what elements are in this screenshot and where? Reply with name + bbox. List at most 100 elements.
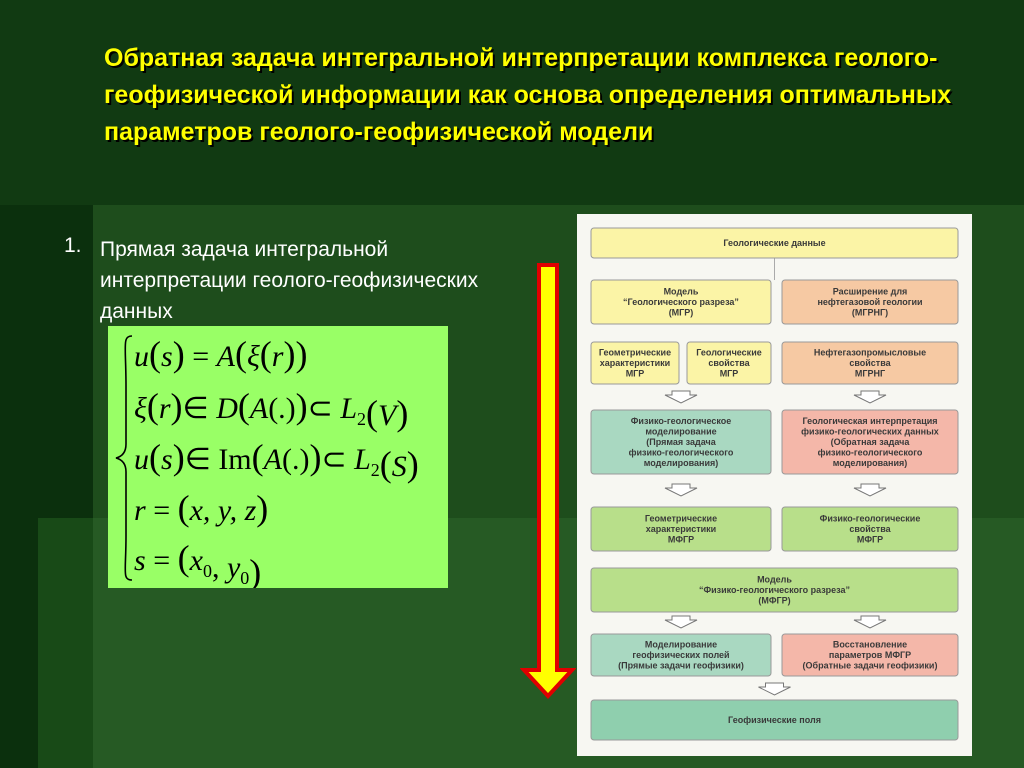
box-shape bbox=[590, 506, 772, 552]
flow-arrow-icon bbox=[853, 483, 887, 497]
box-label-line: МГР bbox=[626, 369, 645, 379]
formula-term: r bbox=[134, 494, 146, 527]
box-label-line: (МГРНГ) bbox=[852, 308, 888, 318]
formula-term: = bbox=[185, 340, 217, 373]
box-label-line: (Обратные задачи геофизики) bbox=[803, 661, 938, 671]
formula-term: L bbox=[339, 392, 357, 425]
box-label-line: Модель bbox=[757, 575, 792, 585]
formula-term: (.) bbox=[268, 392, 295, 425]
formula-term: ⊂ bbox=[308, 392, 341, 425]
box-shape bbox=[781, 341, 959, 385]
diagram-box-geo-data: Геологические данные bbox=[590, 227, 959, 259]
formula-term: = bbox=[146, 494, 178, 527]
formula-system: u(s) = A(ξ(r))ξ(r)∈ D(A(.))⊂ L2(V)u(s)∈ … bbox=[108, 326, 448, 588]
box-label-line: Геологические bbox=[696, 348, 761, 358]
formula-row-5: s = (x0, y0) bbox=[134, 538, 261, 588]
formula-term: ξ bbox=[247, 340, 260, 373]
diagram-box-phys-model: Физико-геологическоемоделирование(Прямая… bbox=[590, 409, 772, 475]
formula-canvas: u(s) = A(ξ(r))ξ(r)∈ D(A(.))⊂ L2(V)u(s)∈ … bbox=[115, 334, 419, 588]
box-label-line: (Прямая задача bbox=[646, 437, 716, 447]
formula-term: D bbox=[215, 392, 238, 425]
flowchart-canvas: Геологические данныеМодель“Геологическог… bbox=[590, 227, 959, 741]
formula-term: ( bbox=[380, 444, 392, 484]
box-label-line: свойства bbox=[849, 358, 891, 368]
box-label-line: Физико-геологические bbox=[820, 514, 921, 524]
formula-term: ∈ Im bbox=[185, 443, 252, 476]
box-label-line: свойства bbox=[708, 358, 750, 368]
formula-term: ) bbox=[173, 334, 185, 374]
formula-term: , bbox=[212, 551, 227, 584]
formula-term: x bbox=[189, 544, 204, 577]
box-shape bbox=[590, 567, 959, 613]
box-shape bbox=[590, 341, 680, 385]
formula-term: ( bbox=[147, 386, 159, 426]
formula-term: ) bbox=[309, 437, 321, 477]
formula-term: ) bbox=[396, 393, 408, 433]
flow-arrow-icon bbox=[758, 682, 791, 696]
diagram-box-model-mfgr: Модель“Физико-геологического разреза”(МФ… bbox=[590, 567, 959, 613]
box-label-line: Расширение для bbox=[833, 287, 908, 297]
formula-row-3: u(s)∈ Im(A(.))⊂ L2(S) bbox=[134, 437, 419, 484]
box-shape bbox=[590, 227, 959, 259]
system-brace bbox=[115, 335, 133, 581]
down-arrow-icon bbox=[520, 263, 576, 699]
formula-row-4: r = (x, y, z) bbox=[134, 488, 268, 528]
box-shape bbox=[590, 279, 772, 325]
formula-row-1: u(s) = A(ξ(r)) bbox=[134, 334, 307, 374]
box-shape bbox=[781, 633, 959, 677]
box-label-line: (Прямые задачи геофизики) bbox=[618, 661, 744, 671]
box-label-line: “Геологического разреза” bbox=[623, 297, 739, 307]
box-label-line: (Обратная задача bbox=[831, 437, 911, 447]
box-label-line: МФГР bbox=[668, 535, 694, 545]
box-label-line: Геологическая интерпретация bbox=[802, 416, 937, 426]
formula-term: 2 bbox=[371, 460, 380, 480]
formula-term: ξ bbox=[134, 392, 147, 425]
box-label-line: Геометрические bbox=[645, 514, 717, 524]
formula-term: 2 bbox=[357, 409, 366, 429]
box-label-line: “Физико-геологического разреза” bbox=[699, 585, 850, 595]
formula-term: s bbox=[161, 340, 173, 373]
box-label-line: моделирования) bbox=[833, 458, 908, 468]
slide-title: Обратная задача интегральной интерпретац… bbox=[104, 44, 952, 146]
box-label-line: Модель bbox=[664, 287, 699, 297]
formula-term: r bbox=[159, 392, 171, 425]
box-label-line: Моделирование bbox=[645, 640, 717, 650]
formula-term: ) bbox=[173, 437, 185, 477]
formula-term: S bbox=[392, 450, 407, 483]
box-shape bbox=[686, 341, 772, 385]
flow-arrow-icon bbox=[853, 390, 887, 404]
flow-arrow-icon bbox=[664, 615, 698, 629]
flow-arrow-icon bbox=[664, 390, 698, 404]
formula-term: = bbox=[146, 544, 178, 577]
box-label-line: Нефтегазопромысловые bbox=[814, 348, 926, 358]
formula-term: ( bbox=[252, 437, 264, 477]
formula-term: ( bbox=[235, 334, 247, 374]
formula-term: ) bbox=[249, 552, 261, 588]
formula-term: (.) bbox=[282, 443, 309, 476]
formula-term: V bbox=[378, 399, 400, 432]
formula-term: ) bbox=[296, 386, 308, 426]
formula-term: A bbox=[215, 340, 236, 373]
formula-term: ( bbox=[178, 538, 190, 578]
formula-term: ( bbox=[366, 393, 378, 433]
formula-term: s bbox=[134, 544, 146, 577]
flow-arrow-icon bbox=[853, 615, 887, 629]
formula-term: ) bbox=[171, 386, 183, 426]
formula-term: ( bbox=[149, 334, 161, 374]
box-label-line: Геометрические bbox=[599, 348, 671, 358]
formula-term: ( bbox=[178, 488, 190, 528]
box-label-line: (МФГР) bbox=[758, 596, 790, 606]
box-label-line: Геофизические поля bbox=[728, 715, 821, 725]
box-label-line: физико-геологического bbox=[629, 448, 734, 458]
box-label-line: (МГР) bbox=[669, 308, 694, 318]
formula-term: ) bbox=[295, 334, 307, 374]
box-label-line: Восстановление bbox=[833, 640, 907, 650]
box-label-line: Геологические данные bbox=[723, 238, 825, 248]
box-shape bbox=[781, 506, 959, 552]
